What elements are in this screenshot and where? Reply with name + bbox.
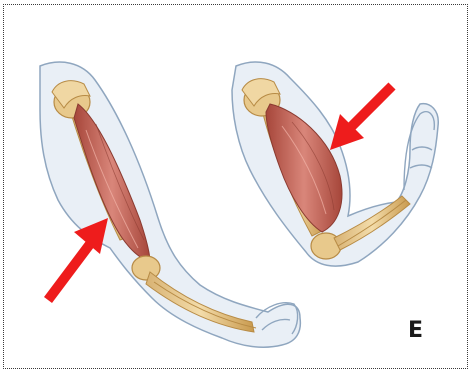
arrow-flexed-biceps [330,86,392,150]
arrow-extended-biceps [48,218,108,300]
panel-label: E [408,318,423,343]
flexed-arm [232,62,438,266]
